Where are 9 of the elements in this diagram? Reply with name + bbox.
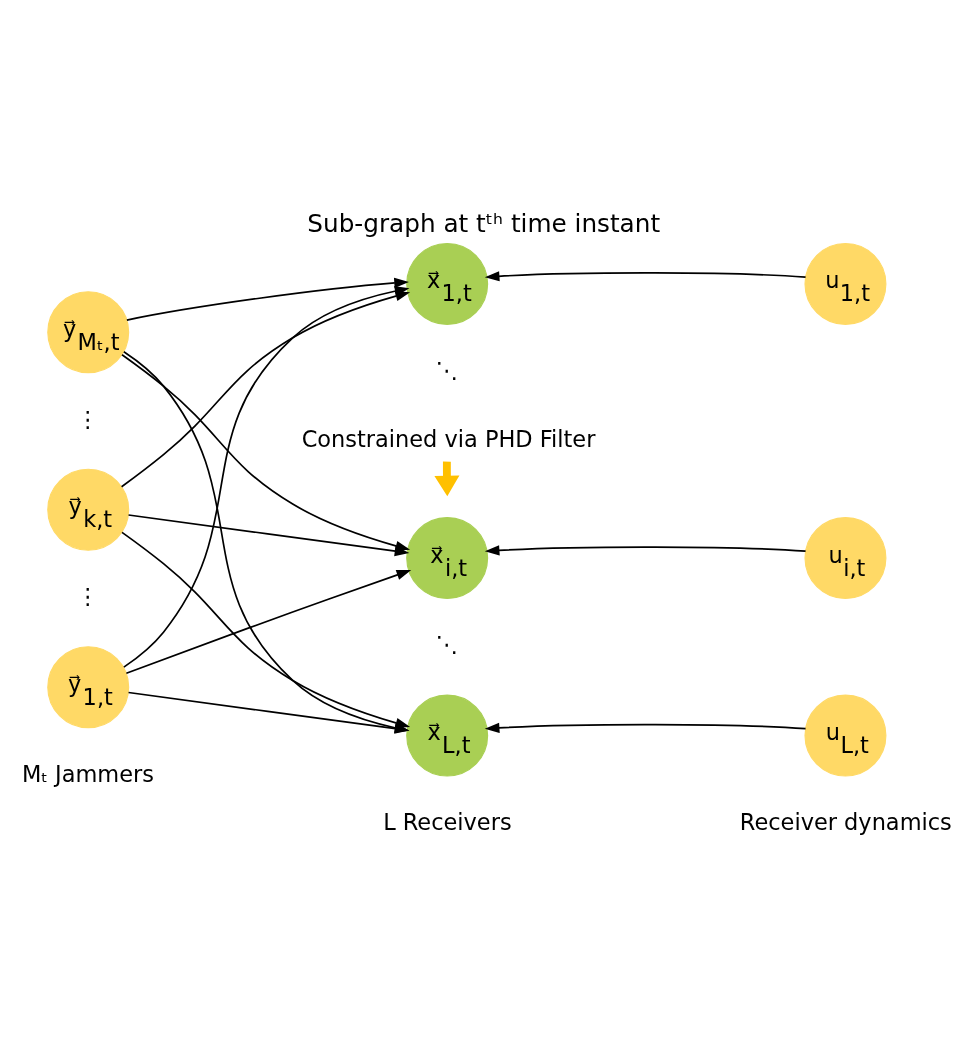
label: ⋮ xyxy=(76,405,99,432)
label: Receiver dynamics xyxy=(739,808,952,835)
label: ⋱ xyxy=(435,630,458,657)
diagram-title: Sub-graph at tᵗʰ time instant xyxy=(307,208,661,238)
label: Mₜ Jammers xyxy=(21,760,154,787)
label: L Receivers xyxy=(383,808,512,835)
label: ⋱ xyxy=(435,356,458,383)
node-text: Constrained via PHD Filter xyxy=(301,425,596,452)
label: ⋮ xyxy=(76,582,99,609)
